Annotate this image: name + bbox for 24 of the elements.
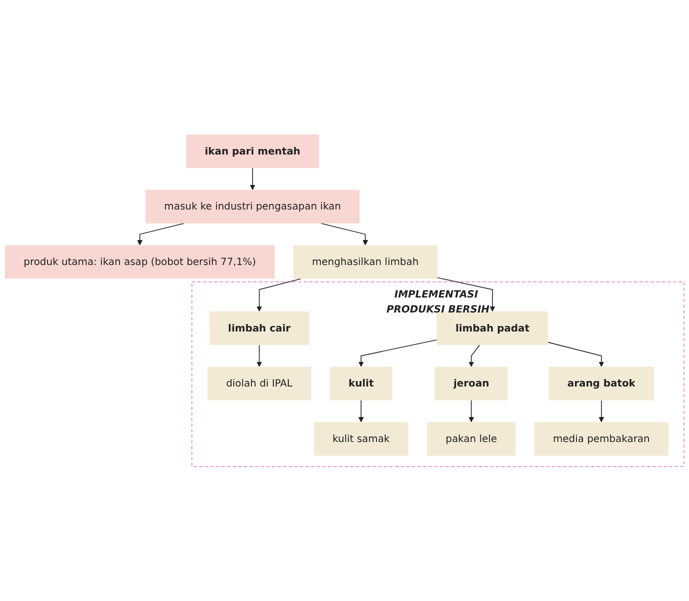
arrow: [137, 222, 185, 246]
node-box: pakan lele: [427, 422, 516, 456]
arrow: [256, 278, 302, 312]
arrow: [358, 340, 438, 367]
node-box: masuk ke industri pengasapan ikan: [146, 190, 360, 224]
arrow: [250, 168, 256, 190]
node-box: media pembakaran: [534, 422, 668, 456]
arrow: [468, 344, 480, 367]
node-box: diolah di IPAL: [207, 366, 312, 400]
node-box: limbah cair: [209, 311, 310, 345]
arrow: [468, 400, 474, 422]
arrow: [548, 342, 604, 367]
node-box: menghasilkan limbah: [293, 245, 438, 279]
node-box: ikan pari mentah: [186, 134, 320, 168]
arrow: [598, 400, 604, 422]
arrow: [436, 277, 496, 312]
arrow: [256, 344, 262, 367]
node-box: kulit samak: [314, 422, 408, 456]
arrow: [358, 400, 364, 422]
arrow: [320, 222, 368, 246]
node-box: arang batok: [548, 366, 654, 400]
node-box: jeroan: [434, 366, 508, 400]
node-box: kulit: [330, 366, 392, 400]
node-box: produk utama: ikan asap (bobot bersih 77,1%): [4, 245, 275, 279]
